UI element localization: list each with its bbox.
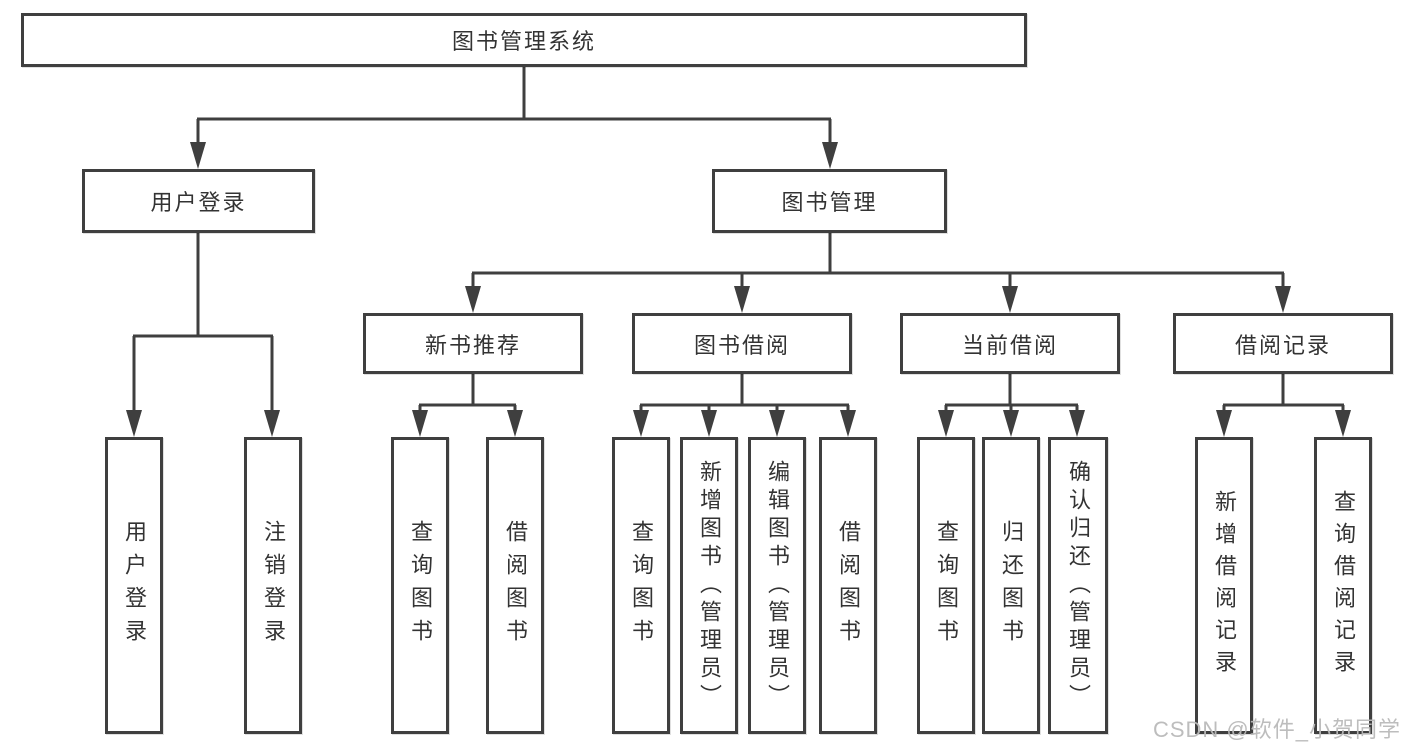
leaf-return-books: 归还图书 — [982, 437, 1040, 734]
arrowhead-icon — [822, 142, 838, 169]
leaf-label: 借阅图书 — [503, 519, 528, 652]
leaf-user-login: 用户登录 — [105, 437, 163, 734]
arrowhead-icon — [734, 286, 750, 313]
leaf-label: 归还图书 — [999, 519, 1024, 652]
node-label: 当前借阅 — [961, 332, 1058, 358]
arrowhead-icon — [840, 410, 856, 437]
node-current-borrowing: 当前借阅 — [900, 313, 1120, 374]
arrowhead-icon — [938, 410, 954, 437]
arrowhead-icon — [1069, 410, 1085, 437]
arrowhead-icon — [126, 410, 142, 437]
arrowhead-icon — [264, 410, 280, 437]
leaf-borrow-books-recommend: 借阅图书 — [486, 437, 544, 734]
node-book-borrowing: 图书借阅 — [632, 313, 852, 374]
arrowhead-icon — [633, 410, 649, 437]
leaf-label: 确认归还（管理员） — [1066, 459, 1091, 712]
watermark-text: CSDN @软件_小贺同学 — [1152, 717, 1401, 742]
node-book-management-branch: 图书管理 — [712, 169, 947, 233]
leaf-confirm-return-admin: 确认归还（管理员） — [1048, 437, 1108, 734]
leaf-edit-books-admin: 编辑图书（管理员） — [748, 437, 806, 734]
leaf-label: 编辑图书（管理员） — [765, 459, 790, 712]
node-new-book-recommendation: 新书推荐 — [363, 313, 583, 374]
leaf-label: 查询图书 — [629, 519, 654, 652]
leaf-query-books-current: 查询图书 — [917, 437, 975, 734]
arrowhead-icon — [465, 286, 481, 313]
leaf-label: 查询图书 — [408, 519, 433, 652]
leaf-add-borrow-record: 新增借阅记录 — [1195, 437, 1253, 734]
leaf-label: 新增图书（管理员） — [697, 459, 722, 712]
arrowhead-icon — [1002, 286, 1018, 313]
arrowhead-icon — [1275, 286, 1291, 313]
node-label: 图书管理 — [781, 190, 878, 215]
node-user-login-branch: 用户登录 — [82, 169, 315, 233]
node-library-management-system: 图书管理系统 — [21, 13, 1027, 67]
leaf-borrow-books: 借阅图书 — [819, 437, 877, 734]
leaf-label: 查询图书 — [934, 519, 959, 652]
arrowhead-icon — [1003, 410, 1019, 437]
arrowhead-icon — [190, 142, 206, 169]
leaf-query-borrow-record: 查询借阅记录 — [1314, 437, 1372, 734]
node-borrowing-records: 借阅记录 — [1173, 313, 1393, 374]
leaf-label: 借阅图书 — [836, 519, 861, 652]
node-label: 用户登录 — [150, 190, 247, 215]
node-label: 新书推荐 — [424, 332, 521, 358]
leaf-logout: 注销登录 — [244, 437, 302, 734]
node-label: 图书借阅 — [693, 332, 790, 358]
arrowhead-icon — [1216, 410, 1232, 437]
node-label: 借阅记录 — [1234, 332, 1331, 358]
leaf-label: 查询借阅记录 — [1331, 489, 1356, 682]
leaf-query-books-recommend: 查询图书 — [391, 437, 449, 734]
leaf-label: 注销登录 — [261, 519, 286, 652]
arrowhead-icon — [412, 410, 428, 437]
leaf-label: 新增借阅记录 — [1212, 489, 1237, 682]
arrowhead-icon — [701, 410, 717, 437]
leaf-add-books-admin: 新增图书（管理员） — [680, 437, 738, 734]
arrowhead-icon — [769, 410, 785, 437]
node-label: 图书管理系统 — [451, 29, 596, 54]
leaf-query-books-borrow: 查询图书 — [612, 437, 670, 734]
leaf-label: 用户登录 — [122, 519, 147, 652]
arrowhead-icon — [507, 410, 523, 437]
arrowhead-icon — [1335, 410, 1351, 437]
